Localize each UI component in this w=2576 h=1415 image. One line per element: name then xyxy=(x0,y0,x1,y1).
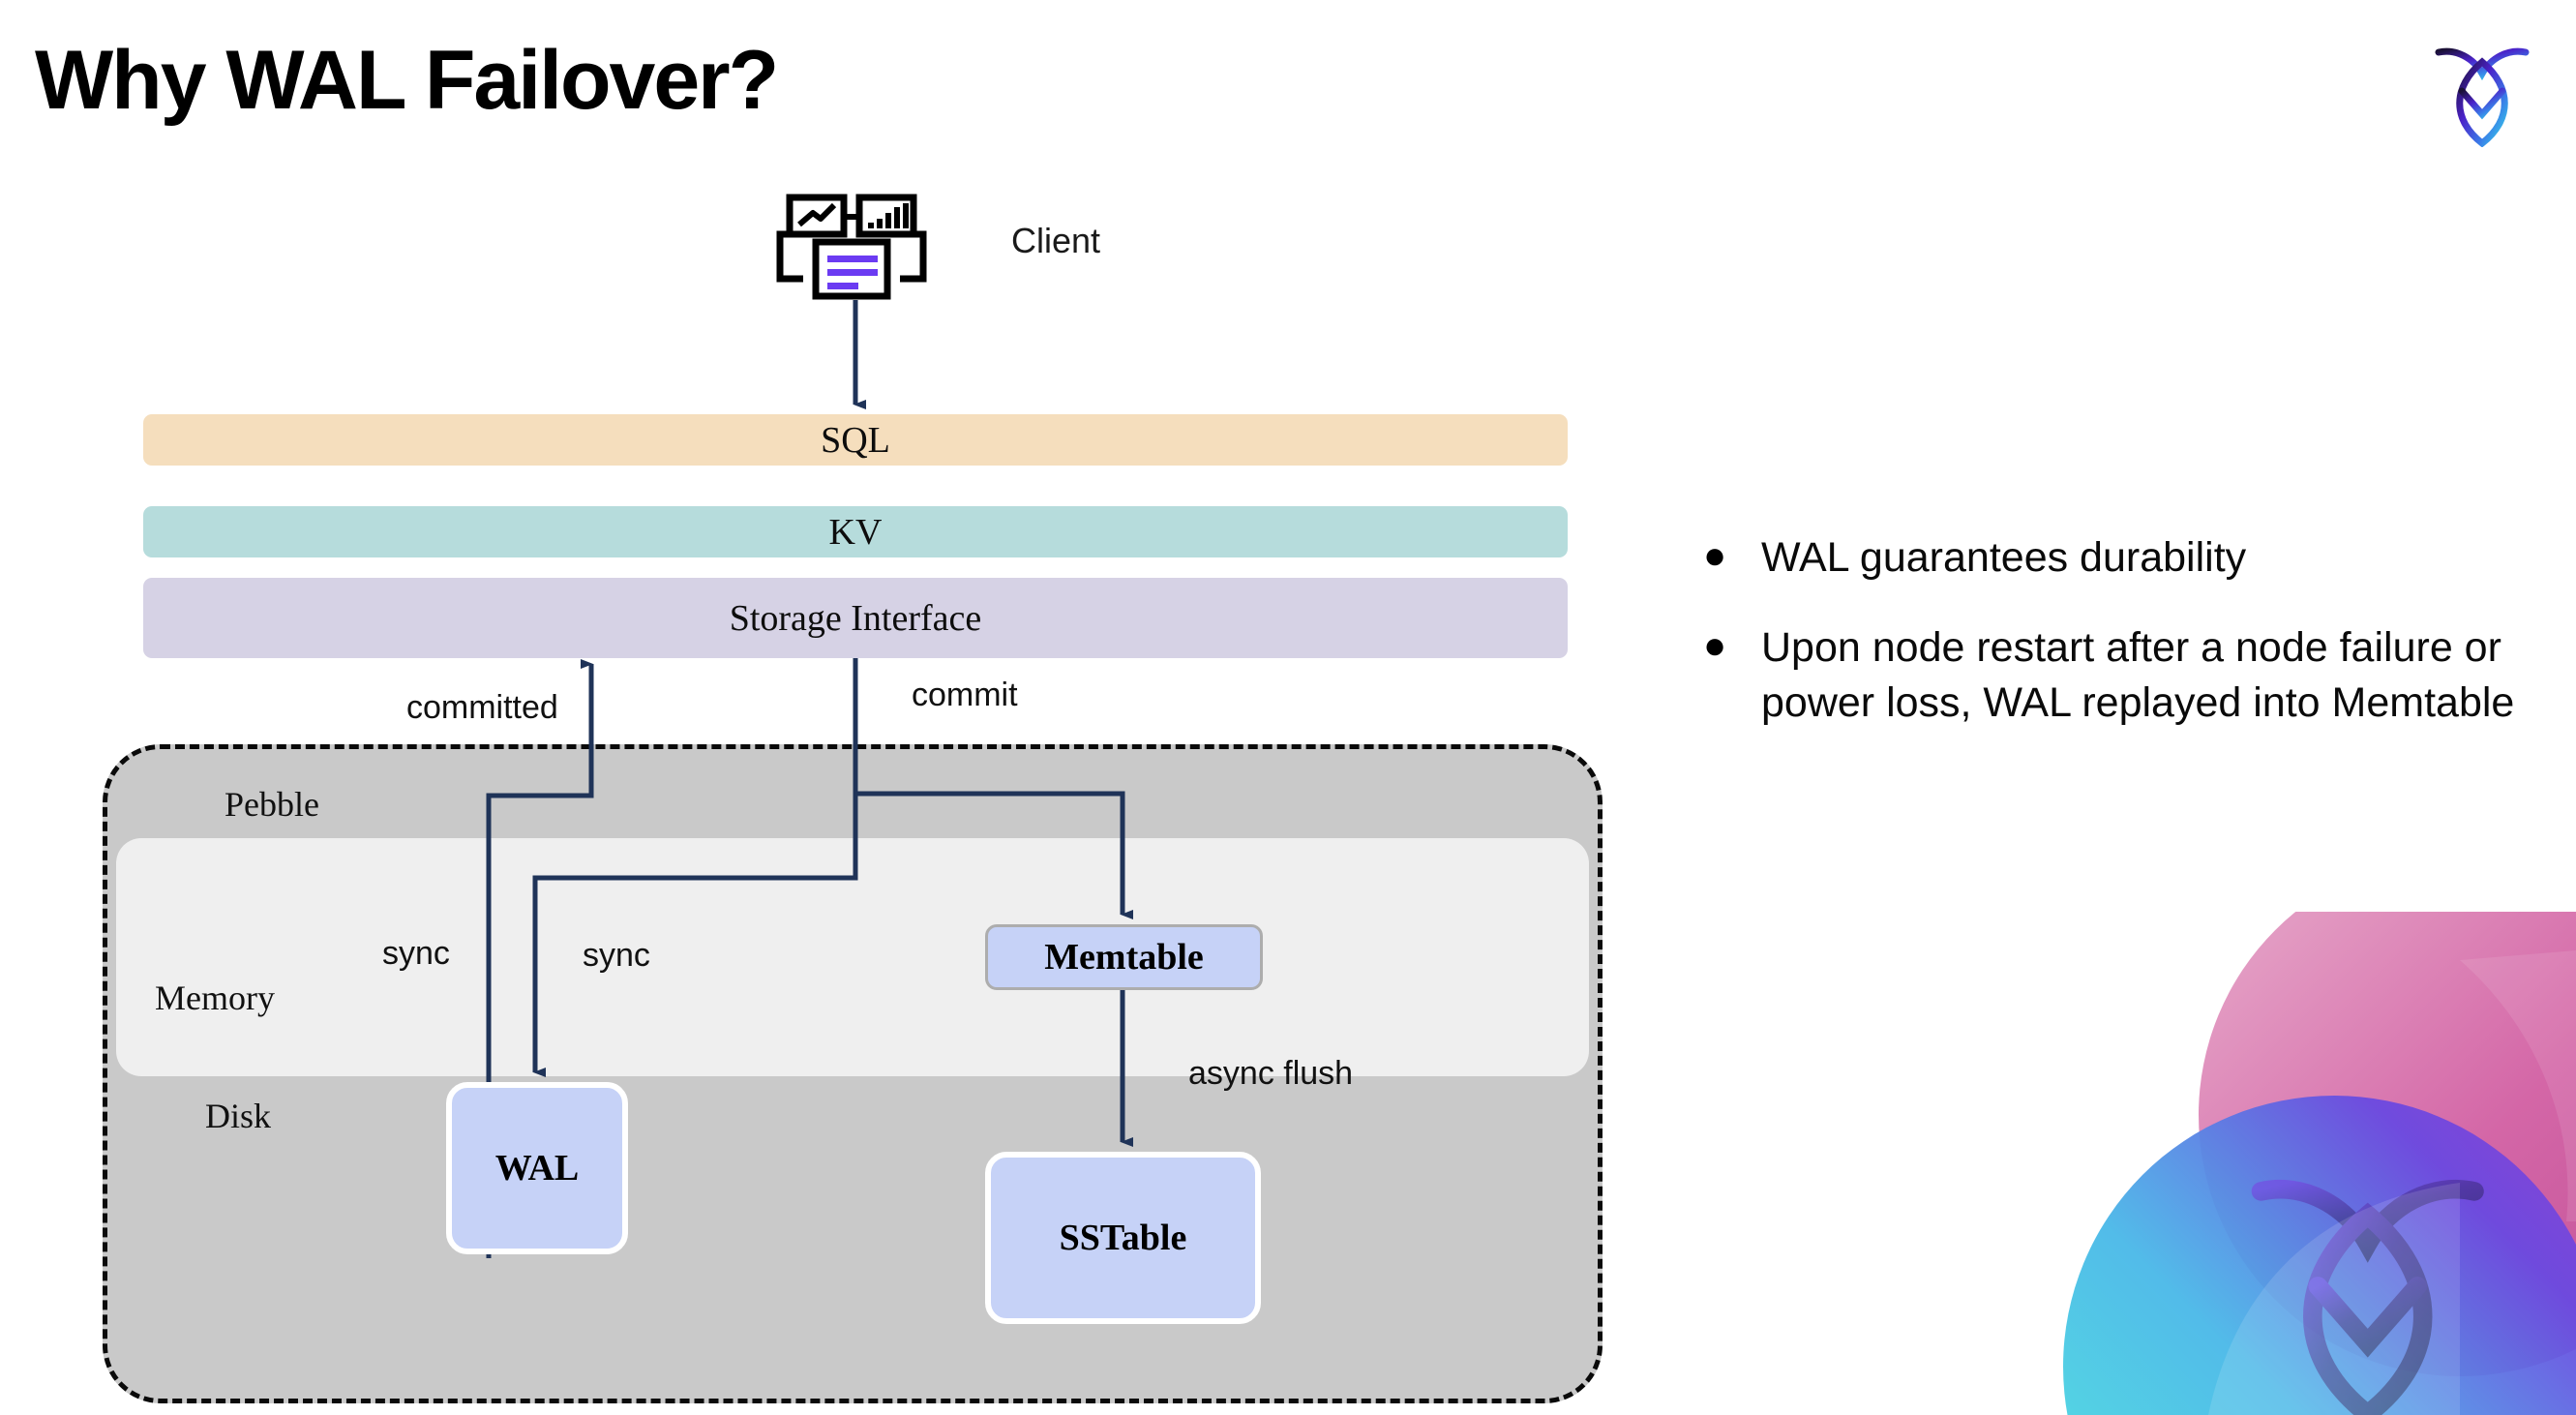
edge-label-commit: commit xyxy=(912,677,1018,713)
bullet-text: WAL guarantees durability xyxy=(1761,534,2247,581)
layer-bar-storage-interface: Storage Interface xyxy=(143,578,1568,658)
client-label: Client xyxy=(1011,221,1101,260)
node-wal: WAL xyxy=(446,1082,628,1254)
layer-bar-kv: KV xyxy=(143,506,1568,557)
memory-label: Memory xyxy=(155,978,275,1017)
page-title: Why WAL Failover? xyxy=(35,34,779,127)
pebble-label: Pebble xyxy=(225,785,319,824)
layer-bar-sql: SQL xyxy=(143,414,1568,466)
cockroach-logo-icon xyxy=(2429,31,2535,148)
node-wal-label: WAL xyxy=(494,1148,580,1189)
gradient-circles-decoration xyxy=(1918,912,2576,1415)
edge-label-sync-right: sync xyxy=(583,937,650,974)
edge-label-sync-left: sync xyxy=(382,935,450,972)
node-memtable-label: Memtable xyxy=(1044,937,1204,978)
layer-bar-storage-interface-label: Storage Interface xyxy=(729,597,982,639)
client-dashboard-icon xyxy=(774,194,929,300)
bullet-text: Upon node restart after a node failure o… xyxy=(1761,623,2515,726)
list-item: ● Upon node restart after a node failure… xyxy=(1703,620,2516,731)
bullet-marker-icon: ● xyxy=(1703,534,1727,577)
node-sstable-label: SSTable xyxy=(1059,1218,1187,1258)
bullet-marker-icon: ● xyxy=(1703,623,1727,667)
layer-bar-kv-label: KV xyxy=(828,511,883,553)
node-sstable: SSTable xyxy=(985,1152,1261,1324)
edge-label-committed: committed xyxy=(406,689,558,726)
edge-label-async-flush: async flush xyxy=(1188,1055,1354,1092)
layer-bar-sql-label: SQL xyxy=(821,419,890,461)
node-memtable: Memtable xyxy=(985,924,1263,990)
bullet-list: ● WAL guarantees durability ● Upon node … xyxy=(1703,530,2516,765)
list-item: ● WAL guarantees durability xyxy=(1703,530,2516,586)
disk-label: Disk xyxy=(205,1097,272,1135)
memory-region xyxy=(116,838,1589,1076)
